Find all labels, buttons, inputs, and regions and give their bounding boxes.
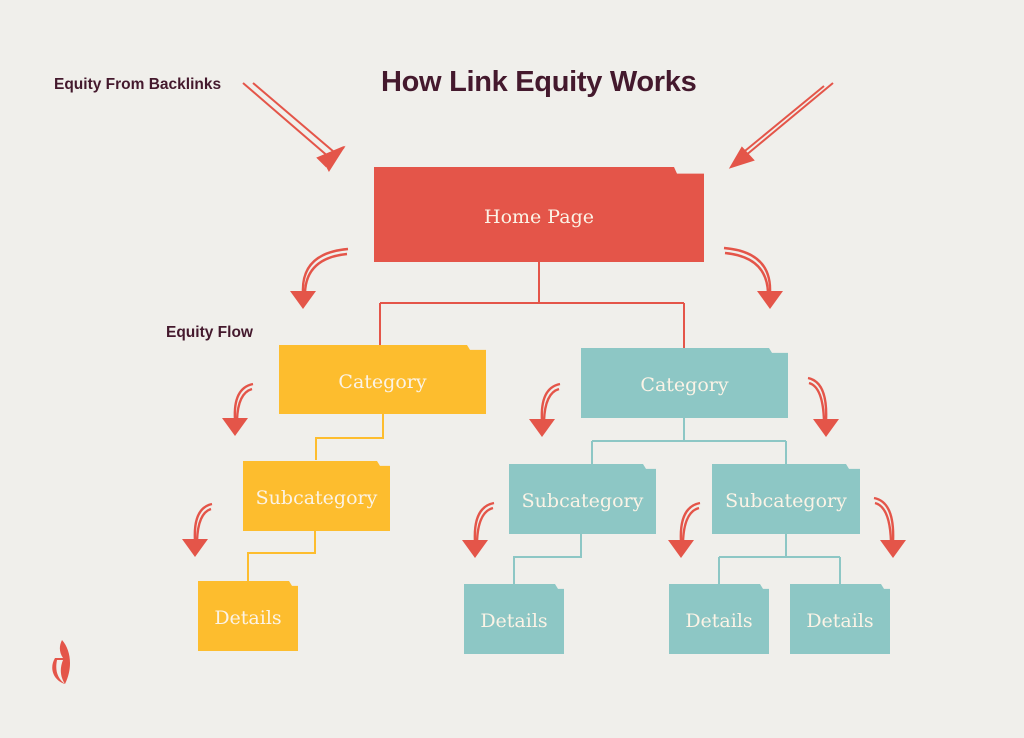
- node-label: Category: [338, 370, 427, 393]
- arrow-stroke: [301, 247, 349, 294]
- flow-arrow-right-sub2-left: [668, 501, 701, 558]
- home-page-label: Home Page: [484, 205, 594, 228]
- node-label: Category: [640, 374, 729, 396]
- left-subcategory-node: Subcategory: [243, 461, 390, 531]
- node-label: Subcategory: [255, 487, 378, 509]
- arrow-head-icon: [529, 419, 555, 437]
- arrow-stroke: [724, 251, 770, 294]
- left-category-node: Category: [279, 345, 486, 414]
- flow-arrow-home-left: [290, 247, 349, 309]
- arrow-head-icon: [290, 291, 316, 309]
- flow-arrow-right-sub1: [462, 501, 495, 558]
- arrow-head-icon: [182, 539, 208, 557]
- arrow-stroke: [475, 506, 494, 543]
- arrow-stroke: [233, 382, 254, 421]
- arrow-stroke: [808, 381, 826, 422]
- arrow-head-icon: [880, 540, 906, 558]
- home-connector: [379, 262, 685, 348]
- arrow-stroke: [679, 501, 701, 543]
- node-label: Subcategory: [521, 490, 644, 512]
- home-page-node: Home Page: [374, 167, 704, 262]
- backlinks-label: Equity From Backlinks: [54, 76, 222, 93]
- node-label: Details: [806, 610, 874, 632]
- flow-arrow-left-subcategory: [182, 502, 213, 557]
- right-details-3-node: Details: [790, 584, 890, 654]
- arrow-stroke: [873, 496, 895, 543]
- right-details-1-node: Details: [464, 584, 564, 654]
- node-label: Details: [480, 610, 548, 632]
- flow-arrow-left-category: [222, 382, 254, 436]
- equity-flow-label: Equity Flow: [166, 324, 253, 341]
- arrow-stroke: [540, 382, 561, 422]
- arrow-head-icon: [222, 418, 248, 436]
- arrow-stroke: [807, 376, 828, 422]
- right-category-connector: [591, 417, 787, 464]
- left-category-connector: [315, 414, 384, 460]
- left-details-node: Details: [198, 581, 298, 651]
- backlink-arrow-right: [728, 82, 834, 169]
- arrow-stroke: [874, 501, 893, 543]
- flame-logo-icon: [52, 640, 71, 684]
- right-subcategory-1-node: Subcategory: [509, 464, 656, 534]
- arrow-stroke: [473, 501, 495, 543]
- flow-arrow-right-category-left: [529, 382, 561, 437]
- flow-arrow-home-right: [723, 246, 783, 309]
- left-subcategory-connector: [247, 530, 316, 581]
- flow-arrow-right-sub2-right: [873, 496, 906, 558]
- arrow-stroke: [681, 506, 700, 543]
- node-label: Subcategory: [725, 490, 847, 512]
- arrow-head-icon: [462, 540, 488, 558]
- arrow-stroke: [303, 252, 348, 294]
- arrow-stroke: [723, 246, 772, 294]
- arrow-stroke: [542, 387, 560, 422]
- backlink-arrow-left: [242, 82, 346, 172]
- arrow-stroke: [193, 502, 213, 542]
- right-subcategory-2-node: Subcategory: [712, 464, 860, 534]
- arrow-stroke: [195, 507, 212, 542]
- flow-arrow-right-category-right: [807, 376, 839, 437]
- arrow-stroke: [235, 387, 253, 421]
- arrow-head-icon: [668, 540, 694, 558]
- right-subcategory-1-connector: [513, 533, 582, 584]
- node-label: Details: [685, 610, 753, 632]
- right-category-node: Category: [581, 348, 788, 418]
- right-details-2-node: Details: [669, 584, 769, 654]
- page-title: How Link Equity Works: [381, 66, 697, 98]
- arrow-head-icon: [757, 291, 783, 309]
- arrow-head-icon: [813, 419, 839, 437]
- right-subcategory-2-connector: [718, 533, 841, 584]
- node-label: Details: [214, 607, 282, 629]
